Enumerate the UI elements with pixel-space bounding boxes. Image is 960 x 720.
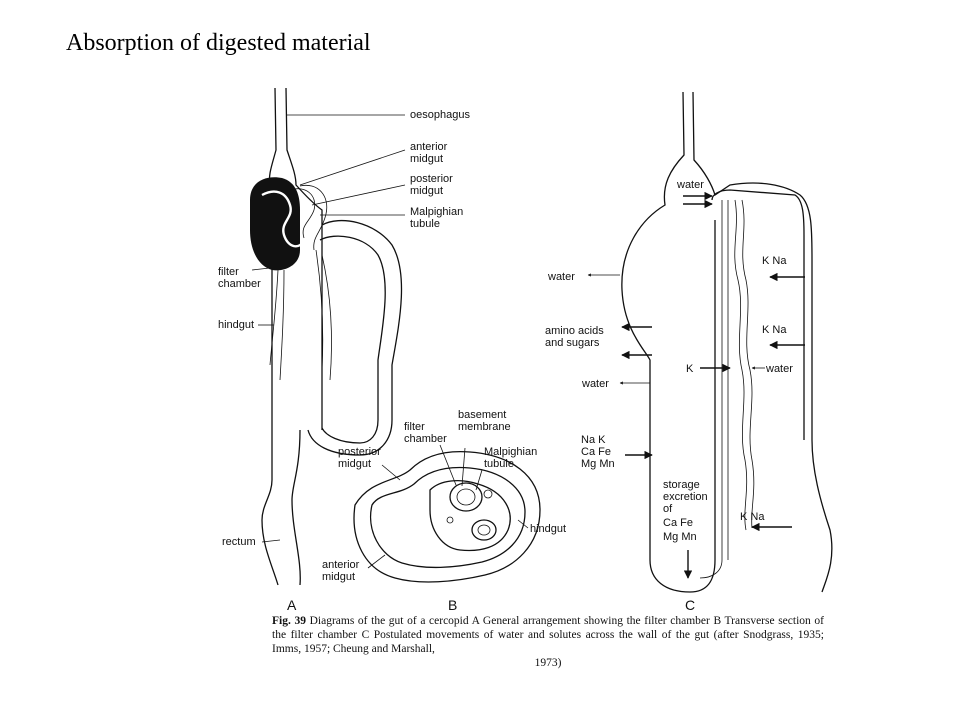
label-filter-chamber-line2: chamber [218,278,261,290]
label-posterior-midgut-line2: midgut [410,185,443,197]
label-b-filter-chamber-line2: chamber [404,433,447,445]
panel-c-diagram [587,91,833,593]
label-malpighian-tubule-line1: Malpighian [410,206,463,218]
label-c-storage-line1: storage [663,479,700,491]
caption-fig-label: Fig. 39 [272,615,306,627]
label-filter-chamber-line1: filter [218,266,239,278]
label-hindgut-a: hindgut [218,319,254,331]
label-rectum: rectum [222,536,256,548]
panel-a-diagram [250,87,406,586]
panel-b-diagram [353,444,541,583]
label-b-basement-membrane-line2: membrane [458,421,511,433]
label-c-amino-line2: and sugars [545,337,600,349]
label-c-ca-fe: Ca Fe [581,446,611,458]
label-c-mg-mn: Mg Mn [581,458,615,470]
label-c-water-right: water [765,363,793,375]
caption-year: 1973) [534,657,562,669]
panel-letter-b: B [448,597,457,613]
label-c-water-mid: water [581,378,609,390]
label-anterior-midgut-line1: anterior [410,141,448,153]
label-c-k-na-2: K Na [762,324,787,336]
label-c-storage-line5: Mg Mn [663,531,697,543]
label-b-anterior-midgut-line2: midgut [322,571,355,583]
figure-caption: Fig. 39 Diagrams of the gut of a cercopi… [272,614,824,670]
label-oesophagus: oesophagus [410,109,470,121]
label-c-amino-line1: amino acids [545,325,604,337]
slide-title: Absorption of digested material [66,30,371,56]
label-b-filter-chamber-line1: filter [404,421,425,433]
label-c-na-k: Na K [581,434,606,446]
label-malpighian-tubule-line2: tubule [410,218,440,230]
panel-letter-c: C [685,597,695,613]
label-posterior-midgut-line1: posterior [410,173,453,185]
label-c-water-top: water [676,179,704,191]
label-c-storage-line2: excretion [663,491,708,503]
label-c-k-na-1: K Na [762,255,787,267]
label-c-storage-line3: of [663,503,673,515]
caption-text: Diagrams of the gut of a cercopid A Gene… [272,615,824,655]
panel-letter-a: A [287,597,297,613]
label-b-posterior-midgut-line2: midgut [338,458,371,470]
label-c-water-left: water [547,271,575,283]
label-b-hindgut: hindgut [530,523,566,535]
label-c-k-na-3: K Na [740,511,765,523]
label-b-malpighian-tubule-line2: tubule [484,458,514,470]
label-b-posterior-midgut-line1: posterior [338,446,381,458]
label-b-malpighian-tubule-line1: Malpighian [484,446,537,458]
label-b-anterior-midgut-line1: anterior [322,559,360,571]
label-c-storage-line4: Ca Fe [663,517,693,529]
label-c-k: K [686,363,694,375]
label-anterior-midgut-line2: midgut [410,153,443,165]
label-b-basement-membrane-line1: basement [458,409,506,421]
